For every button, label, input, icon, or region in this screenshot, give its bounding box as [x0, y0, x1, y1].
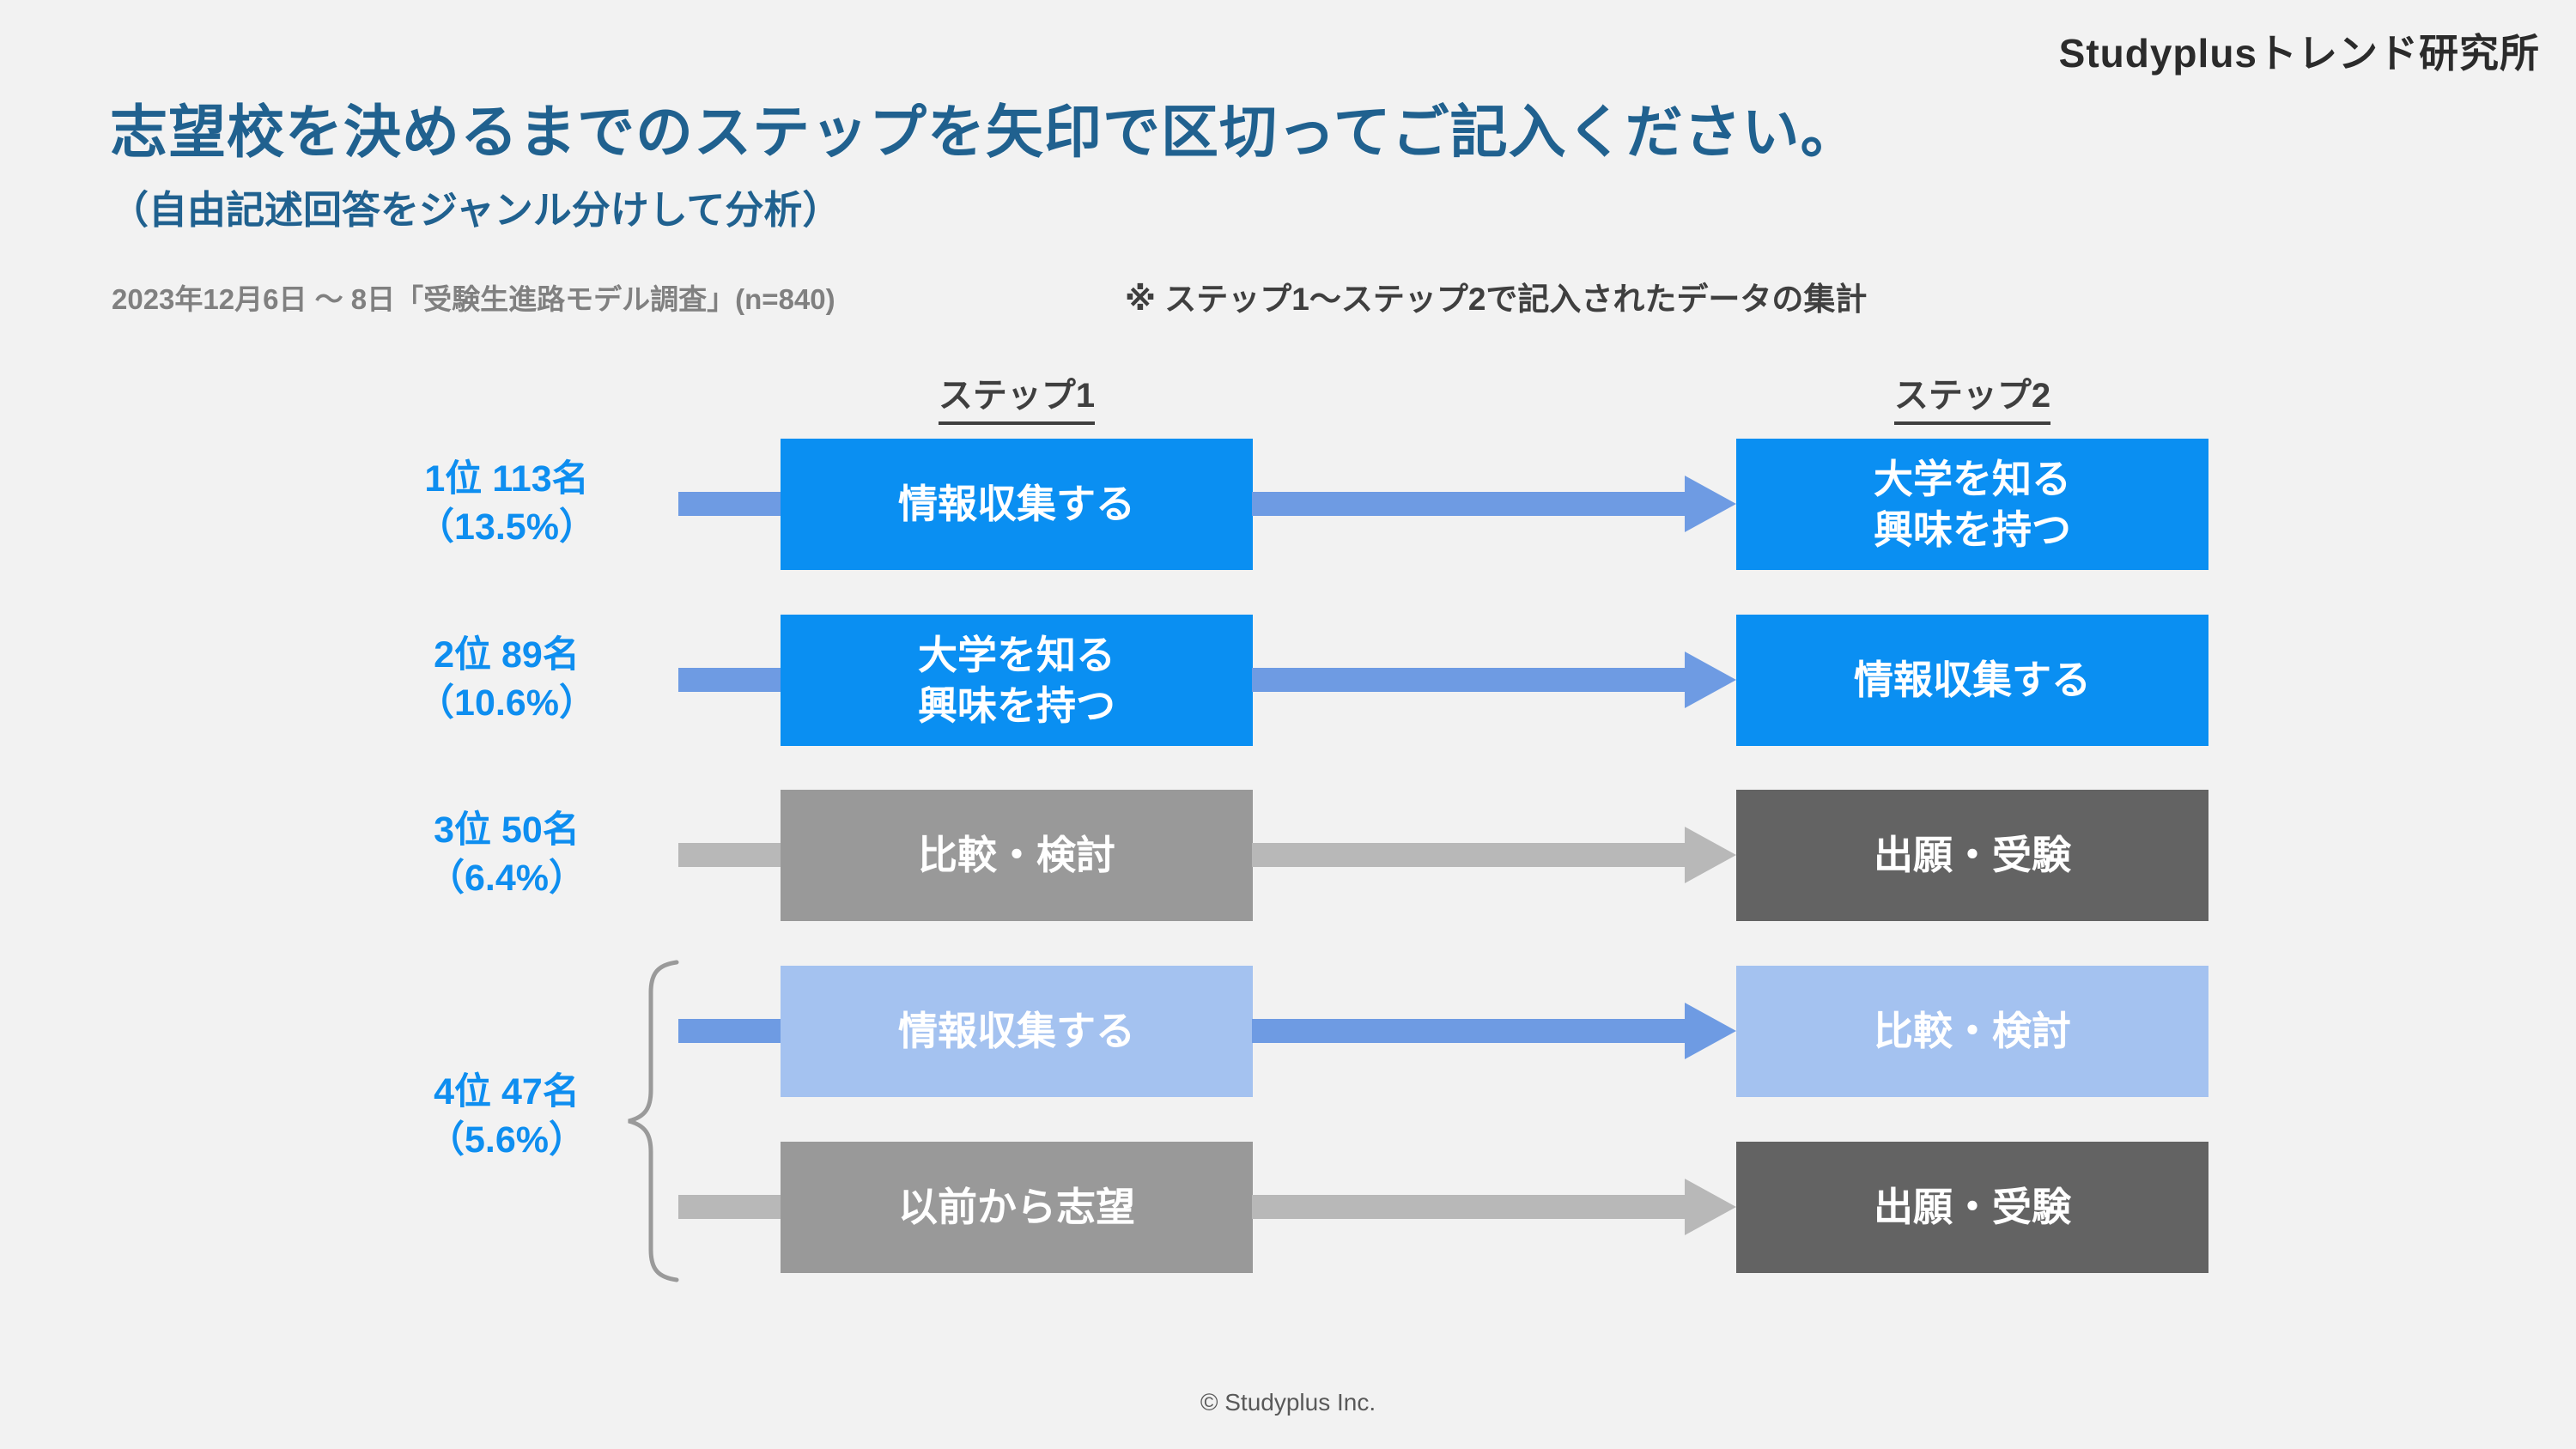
step1-box: 大学を知る 興味を持つ [781, 615, 1253, 746]
rank-percent: （5.6%） [427, 1119, 586, 1161]
group-brace [628, 960, 679, 1282]
step1-box-label: 大学を知る [918, 632, 1115, 677]
step2-box-label: 情報収集する [1854, 658, 2091, 703]
copyright-text: © Studyplus Inc. [1200, 1389, 1376, 1416]
connector-line [678, 1195, 781, 1219]
rank-percent: （13.5%） [417, 506, 596, 548]
step1-box-label: 情報収集する [898, 1009, 1135, 1054]
step2-box-label-line2: 興味を持つ [1874, 506, 2071, 552]
connector-line [678, 843, 781, 867]
rank-label-3: 3位 50名 （6.4%） [343, 807, 670, 903]
connector-line [678, 492, 781, 516]
step2-box: 出願・受験 [1736, 1142, 2208, 1273]
step1-box: 比較・検討 [781, 790, 1253, 921]
rank-label-4: 4位 47名 （5.6%） [343, 1069, 670, 1165]
step1-box: 情報収集する [781, 439, 1253, 570]
rank-count: 3位 50名 [434, 809, 580, 851]
step2-box: 比較・検討 [1736, 966, 2208, 1097]
column-header-step1-label: ステップ1 [938, 367, 1096, 425]
connector-line [678, 668, 781, 692]
page-title: 志望校を決めるまでのステップを矢印で区切ってご記入ください。 [110, 100, 1859, 165]
step1-box: 以前から志望 [781, 1142, 1253, 1273]
step2-box: 情報収集する [1736, 615, 2208, 746]
flow-arrow-head [1685, 1179, 1736, 1235]
survey-info: 2023年12月6日 〜 8日「受験生進路モデル調査」(n=840) [112, 283, 835, 315]
step1-box: 情報収集する [781, 966, 1253, 1097]
rank-count: 4位 47名 [434, 1071, 580, 1113]
flow-arrow-head [1685, 476, 1736, 532]
flow-row-1: 情報収集する 大学を知る 興味を持つ [0, 439, 2576, 570]
connector-line [678, 1019, 781, 1043]
flow-arrow-body [1252, 1019, 1686, 1043]
rank-label-1: 1位 113名 （13.5%） [343, 456, 670, 552]
step1-box-label: 以前から志望 [898, 1185, 1135, 1230]
rank-label-2: 2位 89名 （10.6%） [343, 632, 670, 728]
rank-percent: （10.6%） [417, 682, 596, 724]
flow-arrow-head [1685, 827, 1736, 883]
flow-row-2: 大学を知る 興味を持つ 情報収集する [0, 615, 2576, 746]
step2-box-label: 大学を知る [1874, 456, 2071, 501]
step2-box: 出願・受験 [1736, 790, 2208, 921]
rank-percent: （6.4%） [427, 857, 586, 899]
flow-arrow-body [1252, 843, 1686, 867]
flow-row-4b: 以前から志望 出願・受験 [0, 1142, 2576, 1273]
flow-arrow-head [1685, 1003, 1736, 1059]
column-header-step2-label: ステップ2 [1893, 367, 2051, 425]
column-header-step1: ステップ1 [781, 367, 1253, 425]
step2-box-label: 比較・検討 [1874, 1009, 2071, 1054]
step2-box-label: 出願・受験 [1874, 1185, 2071, 1230]
column-header-step2: ステップ2 [1736, 367, 2208, 425]
rank-count: 1位 113名 [424, 458, 589, 500]
flow-row-3: 比較・検討 出願・受験 [0, 790, 2576, 921]
page-subtitle: （自由記述回答をジャンル分けして分析） [110, 188, 841, 232]
flow-row-4a: 情報収集する 比較・検討 [0, 966, 2576, 1097]
step1-box-label-line2: 興味を持つ [918, 682, 1115, 728]
flow-arrow-body [1252, 492, 1686, 516]
flow-arrow-body [1252, 668, 1686, 692]
flow-arrow-body [1252, 1195, 1686, 1219]
aggregation-note: ※ ステップ1〜ステップ2で記入されたデータの集計 [1125, 282, 1868, 317]
step2-box: 大学を知る 興味を持つ [1736, 439, 2208, 570]
step1-box-label: 比較・検討 [918, 833, 1115, 878]
studyplus-logo: Studyplusトレンド研究所 [2058, 31, 2540, 76]
rank-count: 2位 89名 [434, 634, 580, 676]
flow-arrow-head [1685, 652, 1736, 708]
step2-box-label: 出願・受験 [1874, 833, 2071, 878]
step1-box-label: 情報収集する [898, 482, 1135, 527]
